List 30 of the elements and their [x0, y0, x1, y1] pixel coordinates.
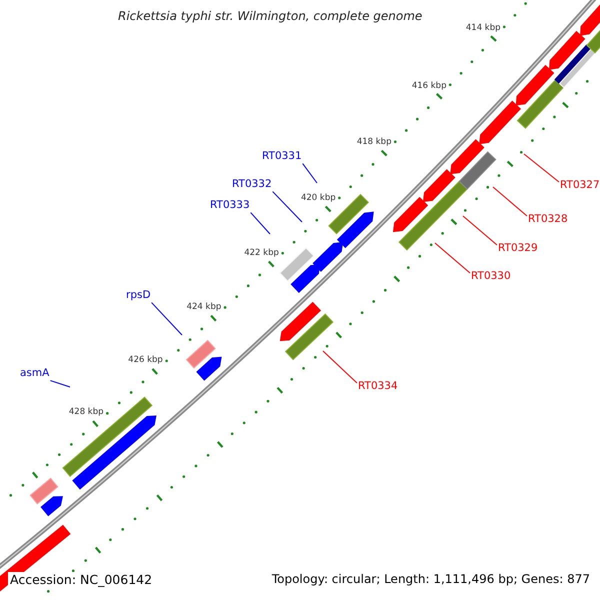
leader-line [250, 212, 270, 234]
gene-label: RT0333 [210, 199, 250, 211]
tick-label: 422 kbp [244, 249, 279, 259]
gene-label: rpsD [126, 289, 151, 301]
chart-title: Rickettsia typhi str. Wilmington, complete genome [118, 10, 422, 24]
tick-label: 428 kbp [68, 408, 104, 418]
gene-label: RT0327 [560, 179, 600, 191]
tick-label: 416 kbp [412, 82, 446, 92]
gene-label: RT0328 [528, 213, 568, 225]
genome-info-text: Topology: circular; Length: 1,111,496 bp; Genes: 877 [270, 572, 592, 588]
tick-label: 426 kbp [128, 356, 163, 366]
leader-line [492, 186, 528, 216]
leader-line [462, 216, 498, 246]
tick-label: 420 kbp [300, 194, 336, 204]
leader-line [524, 154, 560, 182]
leader-line [50, 380, 70, 388]
leader-line [322, 350, 358, 384]
tick-label: 424 kbp [186, 303, 222, 313]
gene-label: RT0332 [232, 178, 272, 190]
gene-label: asmA [20, 367, 50, 379]
leader-line [272, 191, 302, 222]
tick-label: 414 kbp [466, 24, 501, 34]
leader-line [151, 302, 182, 336]
gene-label: RT0331 [262, 150, 302, 162]
gene-label: RT0334 [358, 380, 398, 392]
leader-line [302, 163, 318, 184]
tick-label: 418 kbp [356, 138, 392, 148]
leader-line [434, 242, 470, 274]
gene-label: RT0329 [498, 242, 538, 254]
gene-label: RT0330 [471, 270, 511, 282]
